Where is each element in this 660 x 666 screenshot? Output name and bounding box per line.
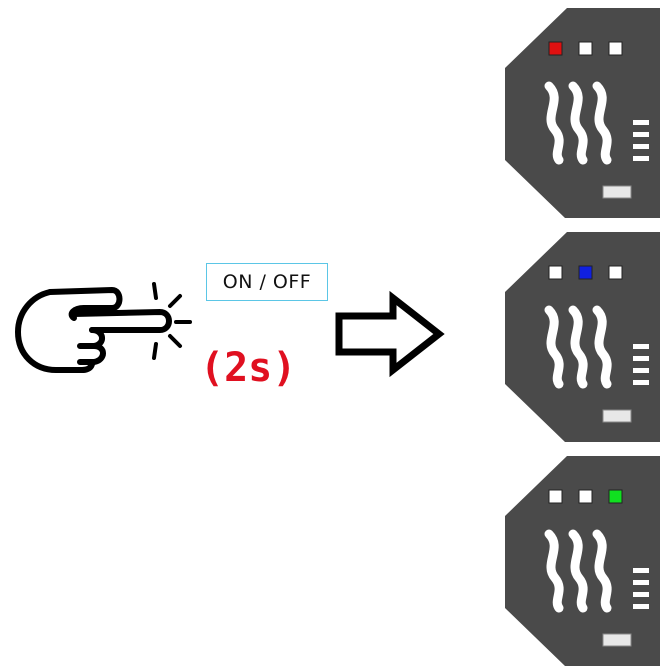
device-body: [505, 456, 660, 666]
indicator-led: [608, 41, 623, 56]
indicator-led: [548, 489, 563, 504]
vent-bar: [633, 568, 649, 573]
indicator-led-active: [608, 489, 623, 504]
on-off-button-label: ON / OFF: [206, 263, 328, 301]
heat-icon: [544, 305, 612, 389]
indicator-led-active: [548, 41, 563, 56]
device-body: [505, 8, 660, 218]
connector: [602, 409, 632, 423]
vent-bar: [633, 592, 649, 597]
vent-bar: [633, 156, 649, 161]
vent-bar: [633, 144, 649, 149]
vent-bar: [633, 580, 649, 585]
heat-icon: [544, 81, 612, 165]
indicator-led-active: [578, 265, 593, 280]
vent-bar: [633, 120, 649, 125]
arrow-right-icon: [335, 290, 445, 378]
vent-bar: [633, 344, 649, 349]
vent-bar: [633, 380, 649, 385]
device-body: [505, 232, 660, 442]
indicator-led: [608, 265, 623, 280]
hold-duration-label: (2s): [200, 345, 297, 391]
vent-bar: [633, 356, 649, 361]
device-mode-blue: [505, 232, 660, 442]
heat-icon: [544, 529, 612, 613]
device-mode-green: [505, 456, 660, 666]
indicator-led: [578, 41, 593, 56]
vent-bar: [633, 132, 649, 137]
connector: [602, 185, 632, 199]
pointing-hand-icon: [15, 282, 192, 373]
vent-bar: [633, 604, 649, 609]
device-mode-red: [505, 8, 660, 218]
indicator-led: [578, 489, 593, 504]
vent-bar: [633, 368, 649, 373]
connector: [602, 633, 632, 647]
indicator-led: [548, 265, 563, 280]
